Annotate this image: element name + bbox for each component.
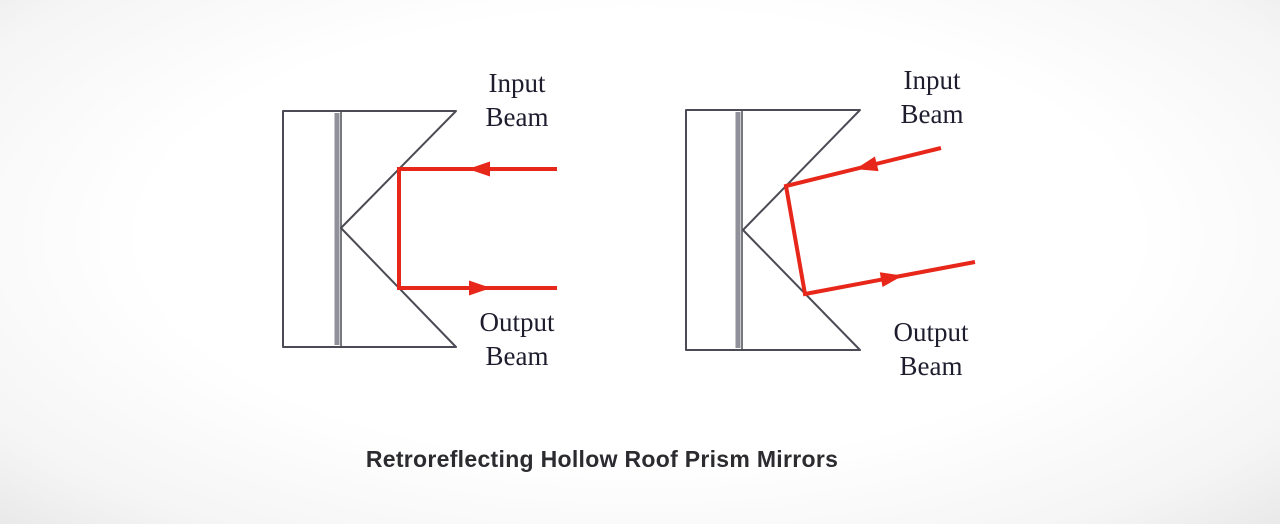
input-beam-arrow-icon xyxy=(855,156,879,172)
beam-line xyxy=(397,167,557,290)
output-beam-arrow-icon xyxy=(469,280,491,296)
left-input-beam-label: Input Beam xyxy=(485,68,549,132)
input-beam-arrow-icon xyxy=(468,161,490,177)
output-beam-arrow-icon xyxy=(879,272,903,288)
beam-line xyxy=(783,146,976,297)
right-roof-prism-mirror xyxy=(685,109,861,351)
right-beam-path xyxy=(783,146,976,297)
prism-body-outline xyxy=(282,110,457,348)
right-input-beam-label: Input Beam xyxy=(900,65,964,129)
left-output-beam-label: Output Beam xyxy=(479,307,555,371)
prism-body-outline xyxy=(685,109,861,351)
right-output-beam-label: Output Beam xyxy=(893,317,969,381)
left-beam-path xyxy=(397,161,557,296)
figure-caption-title: Retroreflecting Hollow Roof Prism Mirror… xyxy=(365,446,839,472)
left-roof-prism-mirror xyxy=(282,110,457,348)
